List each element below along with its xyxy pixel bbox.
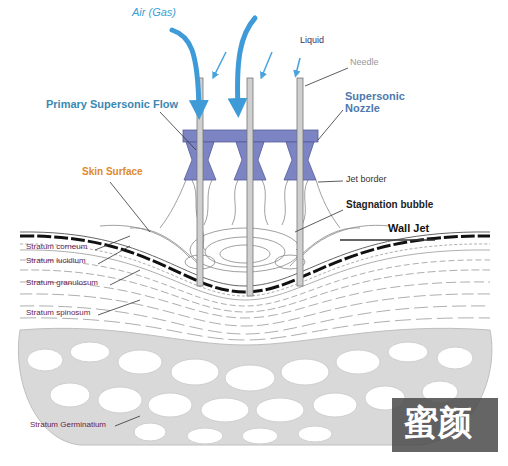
skin-surface-line — [20, 232, 490, 286]
watermark: 蜜颜 — [404, 404, 472, 441]
bubble-label: Stagnation bubble — [346, 199, 433, 210]
layer-label: Stratum granulosum — [26, 279, 98, 288]
wall-jet-label: Wall Jet — [388, 222, 429, 234]
nozzle-label: Supersonic Nozzle — [345, 90, 423, 114]
wall-jet — [100, 225, 390, 266]
layer-label: Stratum corneum — [26, 243, 87, 252]
jet-border-label: Jet border — [346, 175, 387, 185]
liquid-arrows — [214, 52, 300, 76]
germinative-layer — [18, 328, 491, 445]
surface-label: Skin Surface — [82, 166, 143, 177]
layer-label: Stratum Germinatium — [30, 421, 106, 430]
air-arrows — [172, 18, 255, 110]
layer-label: Stratum spinosum — [26, 309, 90, 318]
flow-label: Primary Supersonic Flow — [46, 98, 178, 110]
needle-label: Needle — [350, 58, 379, 68]
layer-label: Stratum lucidium — [26, 257, 86, 266]
liquid-label: Liquid — [300, 36, 324, 46]
gas-label: Air (Gas) — [132, 6, 176, 18]
stratum-corneum-line — [20, 236, 490, 292]
watermark-box — [392, 398, 498, 452]
leader-lines — [95, 68, 435, 426]
needles — [197, 78, 303, 296]
